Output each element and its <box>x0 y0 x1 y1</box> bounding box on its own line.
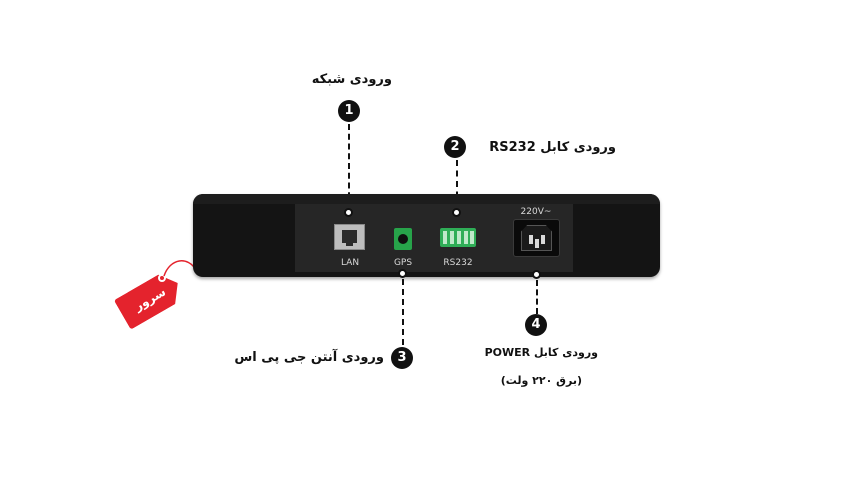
callout-1-number: 1 <box>338 100 360 122</box>
callout-4-number: 4 <box>525 314 547 336</box>
lan-port-tab <box>346 242 353 246</box>
lan-label: LAN <box>340 258 360 268</box>
callout-3-line <box>402 279 404 345</box>
lan-port-socket <box>342 230 357 243</box>
gps-port <box>394 228 412 250</box>
power-inlet <box>513 219 560 257</box>
rs232-marker <box>452 208 461 217</box>
device-top-edge <box>193 194 660 204</box>
callout-4-label: ورودی کابل POWER <box>484 346 598 359</box>
gps-port-hole <box>398 234 408 244</box>
voltage-label: 220V~ <box>520 207 552 217</box>
rs232-label: RS232 <box>443 258 473 268</box>
power-inlet-socket <box>521 225 552 251</box>
callout-2-label: ورودی کابل RS232 <box>489 140 616 155</box>
gps-marker <box>398 269 407 278</box>
callout-2-number: 2 <box>444 136 466 158</box>
callout-2-line <box>456 160 458 208</box>
callout-4-line <box>536 280 538 314</box>
lan-port <box>334 224 365 250</box>
callout-3-number: 3 <box>391 347 413 369</box>
callout-1-line <box>348 124 350 208</box>
tag-hole-icon <box>158 274 166 282</box>
callout-1-label: ورودی شبکه <box>311 72 392 87</box>
lan-marker <box>344 208 353 217</box>
rs232-terminal <box>440 228 476 247</box>
callout-3-label: ورودی آنتن جی پی اس <box>234 350 384 365</box>
power-marker <box>532 270 541 279</box>
callout-4-sublabel: (برق ۲۲۰ ولت) <box>500 374 582 387</box>
gps-label: GPS <box>393 258 413 268</box>
